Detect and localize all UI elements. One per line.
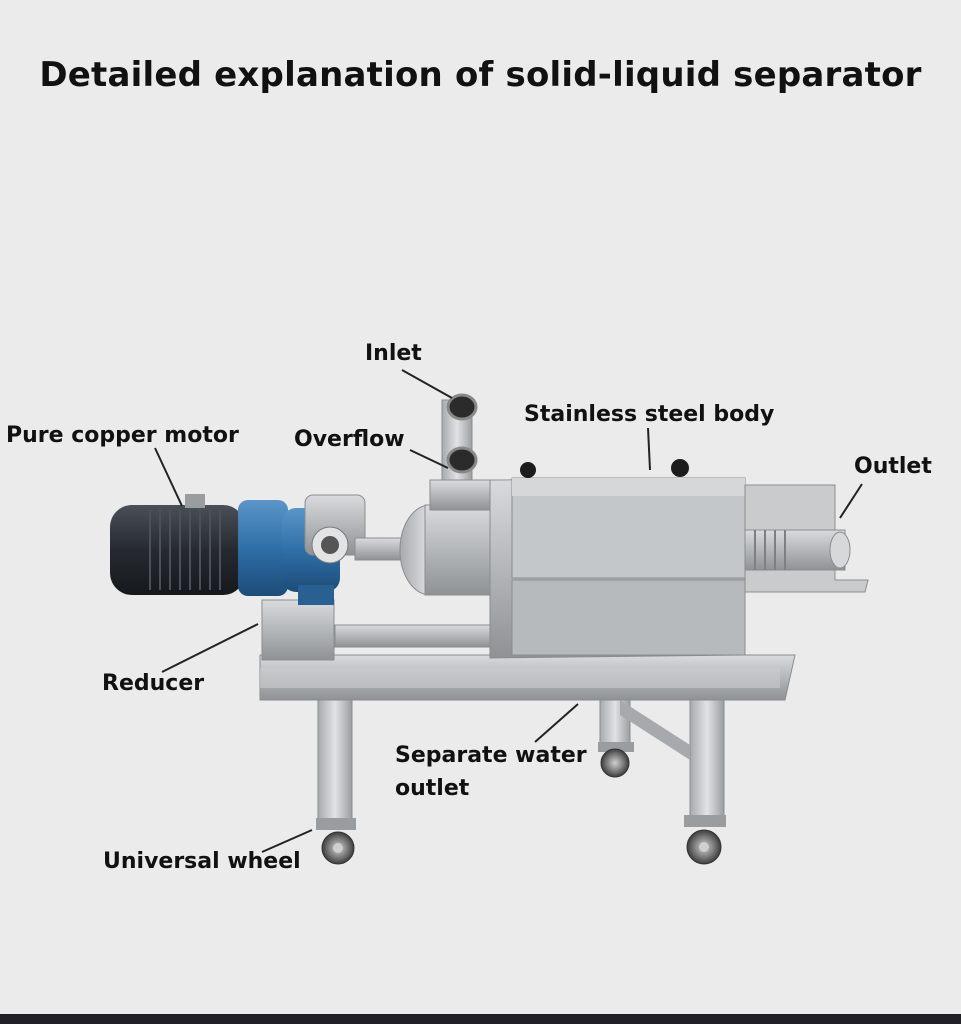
label-overflow: Overflow [294, 427, 405, 452]
label-inlet: Inlet [365, 341, 422, 366]
label-pure-copper-motor: Pure copper motor [6, 423, 239, 448]
label-outlet: Outlet [854, 454, 932, 479]
label-universal-wheel: Universal wheel [103, 849, 301, 874]
label-stainless-steel-body: Stainless steel body [524, 402, 775, 427]
page-title: Detailed explanation of solid-liquid sep… [39, 55, 922, 95]
frame [259, 599, 796, 826]
reducer [238, 500, 340, 605]
label-separate-water-outlet-line2: outlet [395, 776, 470, 801]
label-separate-water-outlet-line1: Separate water [395, 743, 587, 768]
bottom-bar [0, 1014, 961, 1024]
coupling [304, 494, 406, 564]
universal-wheel [316, 742, 726, 865]
outlet-assembly [744, 484, 869, 593]
leader-lines [154, 369, 863, 853]
pure-copper-motor [110, 494, 245, 595]
inlet-overflow-pipes [429, 393, 491, 511]
stainless-steel-body [489, 459, 746, 659]
label-reducer: Reducer [102, 671, 205, 696]
